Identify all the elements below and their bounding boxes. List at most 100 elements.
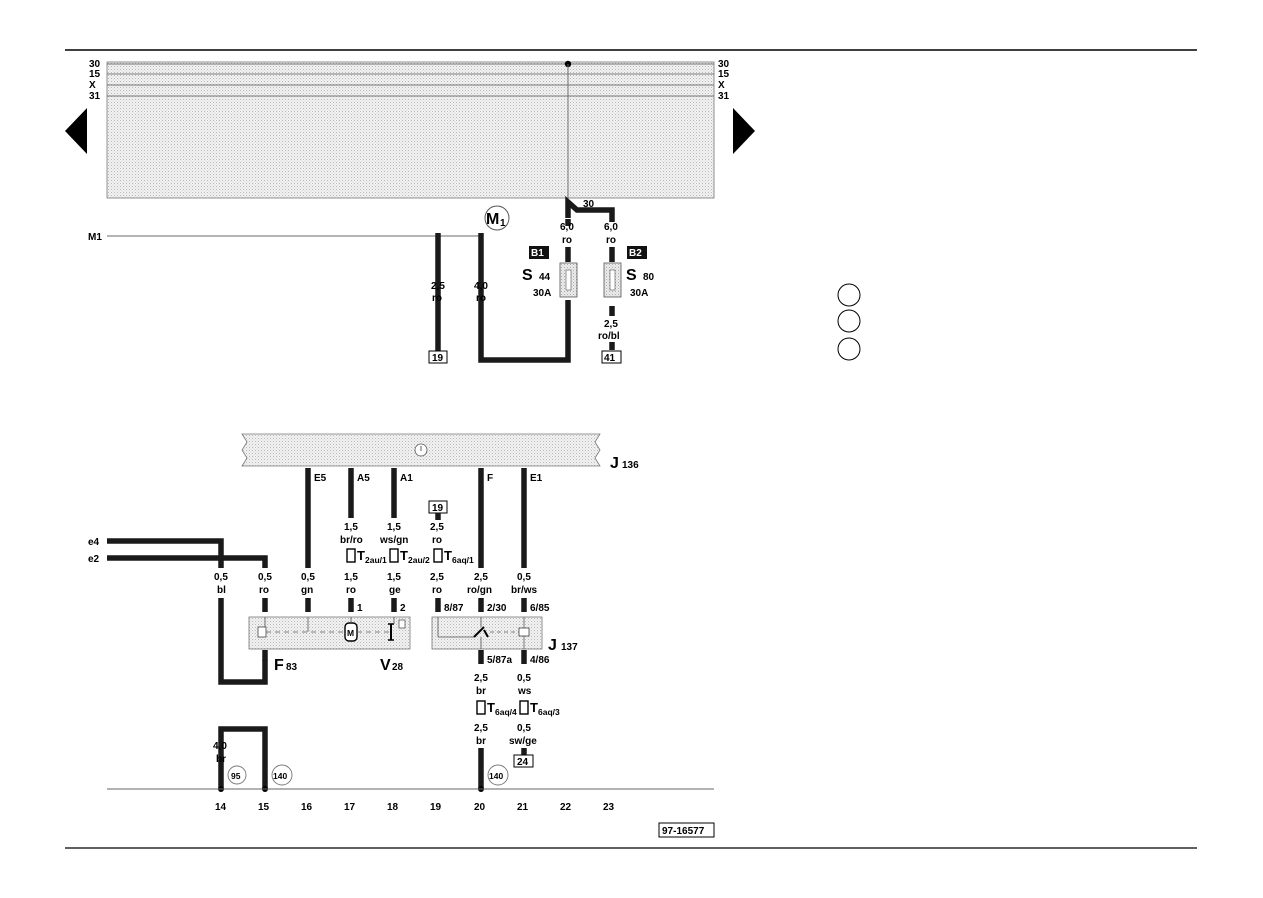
c18b-color: ge bbox=[389, 585, 401, 596]
ext-e2: e2 bbox=[88, 554, 100, 565]
s80-main: S bbox=[626, 267, 637, 284]
c17b-pin: 1 bbox=[357, 603, 363, 614]
arrow-right-icon[interactable] bbox=[733, 108, 755, 154]
tap-30-label: 30 bbox=[583, 199, 595, 210]
s44-in-color: ro bbox=[562, 235, 572, 246]
c20a-pin: 2/30 bbox=[487, 603, 507, 614]
tap-30-wire bbox=[565, 195, 615, 222]
c21a-gauge: 0,5 bbox=[517, 572, 531, 583]
arrow-left-icon[interactable] bbox=[65, 108, 87, 154]
w2-color: ro bbox=[476, 293, 486, 304]
bus-label-30-right: 30 bbox=[718, 59, 730, 70]
bus-label-31-left: 31 bbox=[89, 91, 101, 102]
c21c-gauge: 0,5 bbox=[517, 723, 531, 734]
t18-sub: 2au/2 bbox=[408, 555, 430, 565]
wire-c14 bbox=[218, 598, 268, 685]
col-14: 14 bbox=[215, 802, 227, 813]
legend-circle-3 bbox=[837, 337, 861, 361]
f83-main: F bbox=[274, 657, 284, 674]
c21b-gauge: 0,5 bbox=[517, 673, 531, 684]
t21-main: T bbox=[530, 700, 538, 715]
bus-label-30-left: 30 bbox=[89, 59, 101, 70]
t19-sub: 6aq/1 bbox=[452, 555, 474, 565]
legend-circle-2 bbox=[837, 309, 861, 333]
f83-v28-box bbox=[248, 616, 411, 650]
j136-sub: 136 bbox=[622, 460, 639, 471]
w2-gauge: 4,0 bbox=[474, 281, 488, 292]
ref-19-mid: 19 bbox=[432, 503, 444, 514]
wire-e4 bbox=[107, 538, 224, 568]
t20-main: T bbox=[487, 700, 495, 715]
c20b-gauge: 2,5 bbox=[474, 673, 488, 684]
pin-a1: A1 bbox=[400, 473, 413, 484]
t18-main: T bbox=[400, 548, 408, 563]
badge-b1 bbox=[529, 246, 549, 259]
legend-circle-1 bbox=[837, 283, 861, 307]
c18b-gauge: 1,5 bbox=[387, 572, 401, 583]
t17-sub: 2au/1 bbox=[365, 555, 387, 565]
c20c-gauge: 2,5 bbox=[474, 723, 488, 734]
pin-a5: A5 bbox=[357, 473, 370, 484]
c15-gauge: 0,5 bbox=[258, 572, 272, 583]
c15-color: ro bbox=[259, 585, 269, 596]
wire-ground-4-0-br bbox=[218, 726, 268, 789]
ground-color: br bbox=[216, 754, 226, 765]
s80-sub: 80 bbox=[643, 272, 655, 283]
col-21: 21 bbox=[517, 802, 529, 813]
c17b-gauge: 1,5 bbox=[344, 572, 358, 583]
j136-main: J bbox=[610, 455, 619, 472]
m1-sub: 1 bbox=[500, 218, 506, 229]
c17b-color: ro bbox=[346, 585, 356, 596]
col-20: 20 bbox=[474, 802, 486, 813]
ground-140b-text: 140 bbox=[489, 771, 503, 781]
v28-sub: 28 bbox=[392, 662, 404, 673]
s80-in-color: ro bbox=[606, 235, 616, 246]
c20a-color: ro/gn bbox=[467, 585, 492, 596]
col-15: 15 bbox=[258, 802, 270, 813]
s44-main: S bbox=[522, 267, 533, 284]
motor-symbol-m: M bbox=[347, 628, 354, 638]
s44-in-gauge: 6,0 bbox=[560, 222, 574, 233]
v28-main: V bbox=[380, 657, 391, 674]
ref-box-41 bbox=[601, 350, 622, 364]
bus-label-x-right: X bbox=[718, 80, 725, 91]
t21-sub: 6aq/3 bbox=[538, 707, 560, 717]
c21b-pin: 4/86 bbox=[530, 655, 550, 666]
col-16: 16 bbox=[301, 802, 313, 813]
figure-id: 97-16577 bbox=[662, 826, 705, 837]
c21c-color: sw/ge bbox=[509, 736, 537, 747]
ref-24: 24 bbox=[517, 757, 529, 768]
wire-e2 bbox=[107, 555, 268, 568]
c16-gauge: 0,5 bbox=[301, 572, 315, 583]
t20-sub: 6aq/4 bbox=[495, 707, 517, 717]
pin-e1: E1 bbox=[530, 473, 543, 484]
ref-box-24 bbox=[513, 754, 534, 768]
ref-box-19-top bbox=[428, 350, 448, 364]
bus-label-15-right: 15 bbox=[718, 69, 730, 80]
c14-gauge: 0,5 bbox=[214, 572, 228, 583]
w1-gauge: 2,5 bbox=[431, 281, 445, 292]
t17-main: T bbox=[357, 548, 365, 563]
ground-95 bbox=[227, 765, 247, 785]
s80-out-gauge: 2,5 bbox=[604, 319, 618, 330]
c18b-pin: 2 bbox=[400, 603, 406, 614]
c21b-color: ws bbox=[517, 686, 532, 697]
wire-4-0-ro bbox=[478, 233, 571, 363]
col-18: 18 bbox=[387, 802, 399, 813]
c20b-pin: 5/87a bbox=[487, 655, 512, 666]
m1-symbol bbox=[484, 205, 510, 231]
col-19: 19 bbox=[430, 802, 442, 813]
badge-b1-text: B1 bbox=[531, 248, 544, 259]
pin-e5: E5 bbox=[314, 473, 327, 484]
c19a-color: ro bbox=[432, 535, 442, 546]
figure-id-box bbox=[658, 822, 715, 838]
w1-color: ro bbox=[432, 293, 442, 304]
c19b-pin: 8/87 bbox=[444, 603, 464, 614]
bus-label-31-right: 31 bbox=[718, 91, 730, 102]
c19a-gauge: 2,5 bbox=[430, 522, 444, 533]
col-17: 17 bbox=[344, 802, 356, 813]
s80-in-gauge: 6,0 bbox=[604, 222, 618, 233]
c16-color: gn bbox=[301, 585, 313, 596]
c20b-color: br bbox=[476, 686, 486, 697]
